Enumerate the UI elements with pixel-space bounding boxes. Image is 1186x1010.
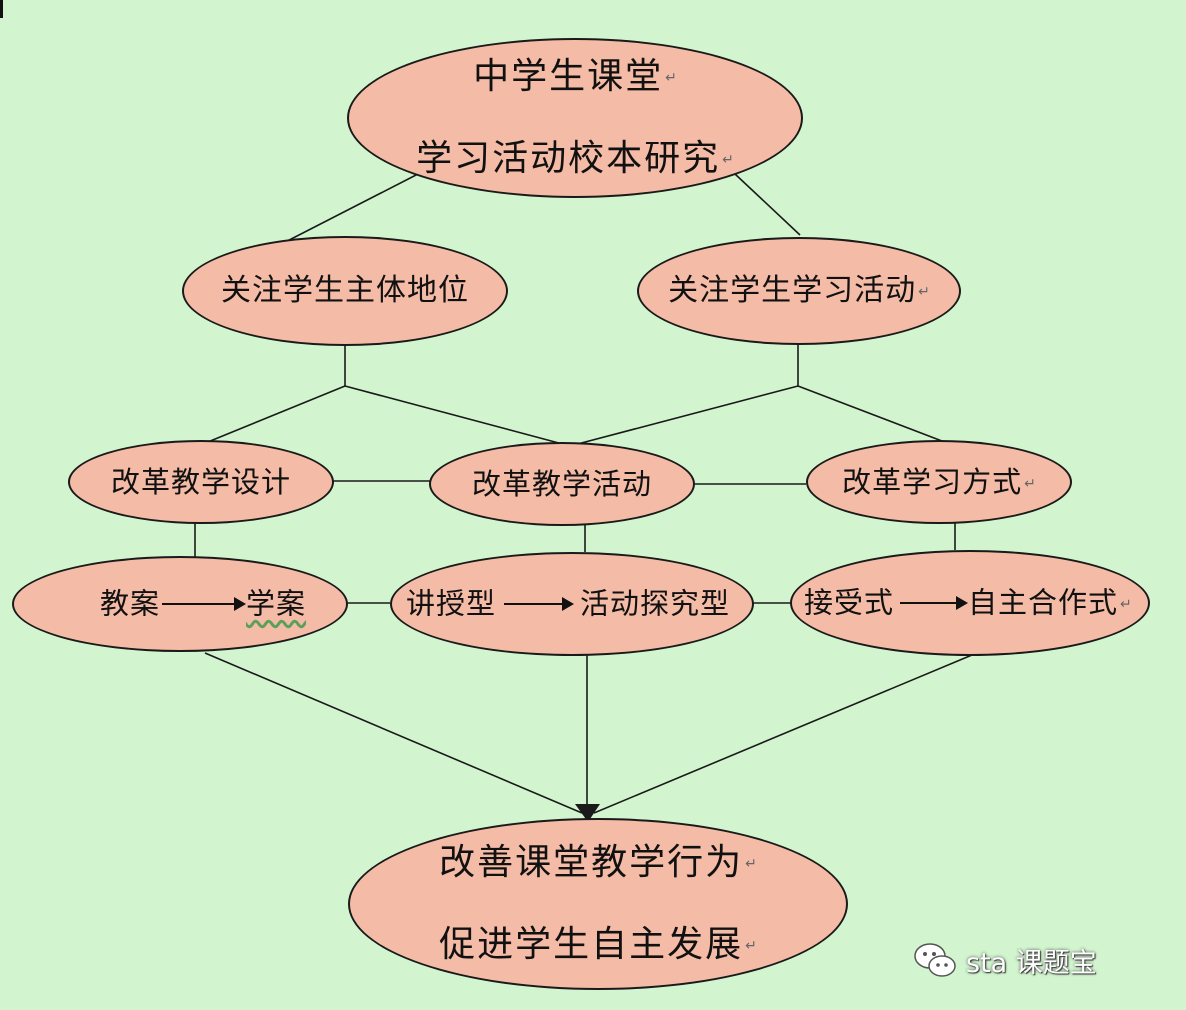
paragraph-mark: ↵ xyxy=(918,283,930,300)
mode-change-from: 讲授型 xyxy=(406,586,497,621)
style-change-arrow xyxy=(900,596,968,610)
chat-bubbles-icon xyxy=(914,943,956,977)
plan-change-from: 教案 xyxy=(100,586,161,621)
watermark: sta 课题宝 xyxy=(912,938,1157,982)
goal-line1: 改善课堂教学行为 xyxy=(439,842,744,883)
edge-root-focus-activity xyxy=(734,173,801,236)
reform-design-label: 改革教学设计 xyxy=(110,464,291,499)
style-change-to: 自主合作式↵ xyxy=(968,585,1132,620)
reform-design-node: 改革教学设计 xyxy=(68,440,334,524)
edge-focus-status-activity xyxy=(344,385,571,447)
paragraph-mark: ↵ xyxy=(745,856,757,872)
mode-change-node: 讲授型 活动探究型 xyxy=(390,552,754,656)
plan-change-arrow xyxy=(162,597,246,611)
reform-learning-label: 改革学习方式 xyxy=(842,464,1023,499)
root-line2: 学习活动校本研究 xyxy=(416,138,721,179)
mode-change-to: 活动探究型 xyxy=(580,586,731,621)
focus-status-node: 关注学生主体地位 xyxy=(182,236,508,346)
plan-change-node: 教案 学案 xyxy=(12,556,348,652)
edge-focus-status-design xyxy=(197,385,346,447)
mode-change-arrow xyxy=(504,597,574,611)
style-change-to-text: 自主合作式 xyxy=(968,585,1119,620)
edge-focus-activity-learning xyxy=(797,385,956,447)
watermark-text: sta 课题宝 xyxy=(966,947,1097,979)
focus-activity-label: 关注学生学习活动 xyxy=(668,273,917,308)
edge-style-goal xyxy=(593,654,973,814)
arrowhead-goal xyxy=(575,804,600,822)
edge-focus-activity-activity xyxy=(569,385,799,447)
paragraph-mark: ↵ xyxy=(665,70,677,86)
plan-change-to: 学案 xyxy=(246,586,307,621)
root-line1: 中学生课堂 xyxy=(473,56,664,97)
style-change-node: 接受式 自主合作式↵ xyxy=(790,550,1150,656)
goal-line2: 促进学生自主发展 xyxy=(439,924,744,965)
paragraph-mark: ↵ xyxy=(745,938,757,954)
reform-learning-node: 改革学习方式↵ xyxy=(806,440,1072,524)
focus-activity-node: 关注学生学习活动↵ xyxy=(637,237,961,345)
paragraph-mark: ↵ xyxy=(722,152,734,168)
root-node: 中学生课堂↵ 学习活动校本研究↵ xyxy=(347,38,803,198)
reform-activity-label: 改革教学活动 xyxy=(471,466,652,501)
reform-activity-node: 改革教学活动 xyxy=(429,442,695,526)
edge-plan-goal xyxy=(204,652,583,814)
focus-status-label: 关注学生主体地位 xyxy=(221,273,469,308)
goal-node: 改善课堂教学行为↵ 促进学生自主发展↵ xyxy=(348,818,848,990)
style-change-from: 接受式 xyxy=(804,585,895,620)
paragraph-mark: ↵ xyxy=(1120,596,1132,613)
paragraph-mark: ↵ xyxy=(1024,475,1036,492)
corner-mark xyxy=(0,0,3,18)
